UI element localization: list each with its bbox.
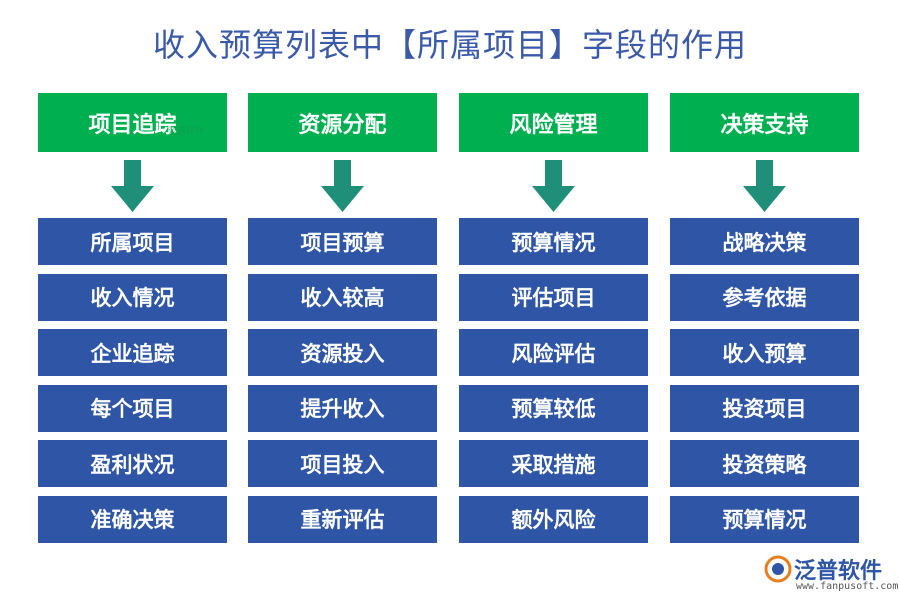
column-header: 风险管理: [459, 93, 648, 152]
list-item: 提升收入: [248, 384, 437, 432]
list-item: 准确决策: [38, 495, 227, 543]
list-item: 收入较高: [248, 273, 437, 321]
column-header: 资源分配: [248, 93, 437, 152]
page-title: 收入预算列表中【所属项目】字段的作用: [152, 26, 747, 64]
list-item: 企业追踪: [38, 329, 227, 376]
list-item: 评估项目: [459, 273, 648, 321]
column-header: 决策支持: [670, 93, 859, 152]
column-1: 项目追踪所属项目收入情况企业追踪每个项目盈利状况准确决策: [38, 93, 227, 551]
down-arrow-icon: [38, 152, 227, 218]
list-item: 战略决策: [670, 218, 859, 265]
down-arrow-icon: [459, 152, 648, 218]
list-item: 风险评估: [459, 329, 648, 376]
watermark-text: 泛普软件: [168, 127, 205, 137]
list-item: 预算情况: [670, 495, 859, 543]
logo-name: 泛普软件: [794, 559, 883, 584]
list-item: 重新评估: [248, 495, 437, 543]
list-item: 所属项目: [38, 218, 227, 265]
down-arrow-icon: [670, 152, 859, 218]
list-item: 预算情况: [459, 218, 648, 265]
list-item: 收入情况: [38, 273, 227, 321]
list-item: 资源投入: [248, 329, 437, 376]
list-item: 额外风险: [459, 495, 648, 543]
brand-logo: 泛普软件 www.fanpusoft.com: [764, 553, 898, 597]
list-item: 投资项目: [670, 384, 859, 432]
list-item: 每个项目: [38, 384, 227, 432]
list-item: 项目预算: [248, 218, 437, 265]
column-header: 项目追踪: [38, 93, 227, 152]
down-arrow-icon: [248, 152, 437, 218]
list-item: 盈利状况: [38, 440, 227, 487]
column-4: 决策支持战略决策参考依据收入预算投资项目投资策略预算情况: [670, 93, 859, 551]
list-item: 参考依据: [670, 273, 859, 321]
column-2: 资源分配项目预算收入较高资源投入提升收入项目投入重新评估: [248, 93, 437, 551]
list-item: 投资策略: [670, 440, 859, 487]
list-item: 预算较低: [459, 384, 648, 432]
list-item: 项目投入: [248, 440, 437, 487]
list-item: 采取措施: [459, 440, 648, 487]
logo-url: www.fanpusoft.com: [796, 581, 899, 592]
column-3: 风险管理预算情况评估项目风险评估预算较低采取措施额外风险: [459, 93, 648, 551]
list-item: 收入预算: [670, 329, 859, 376]
logo-icon: [764, 555, 792, 583]
